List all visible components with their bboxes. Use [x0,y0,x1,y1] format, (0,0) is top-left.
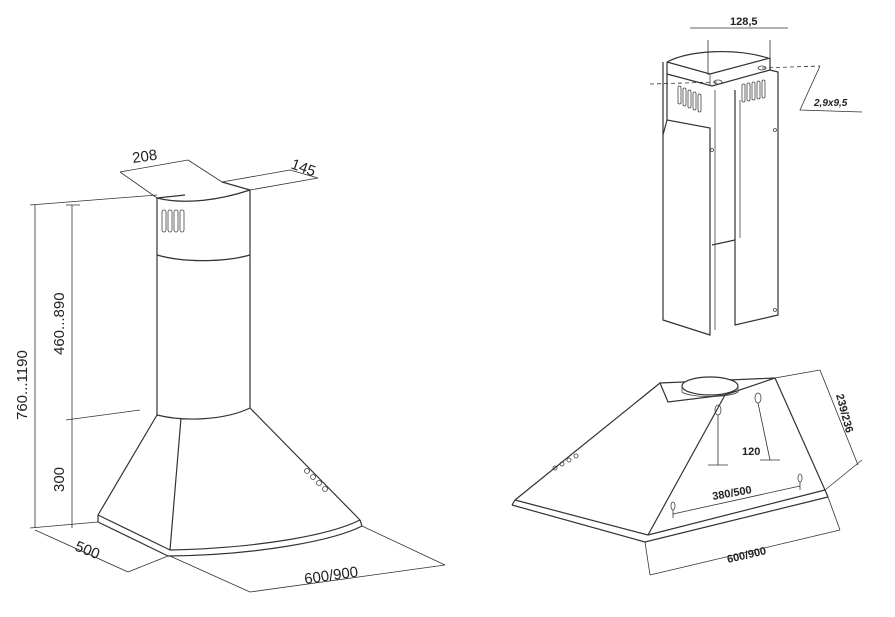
drawing-c-labels: 239/236 120 380/500 600/900 [711,393,855,566]
dim-width: 600/900 [303,564,359,588]
dim-slot: 2,9x9,5 [813,98,848,109]
vent-slots [161,209,185,233]
drawing-a-labels: 208 145 460...890 760...1190 300 500 600… [14,147,359,588]
dim-mount-width: 380/500 [711,484,752,503]
dim-depth: 500 [73,538,103,563]
dim-chimney-width: 208 [131,147,158,167]
dim-width: 600/900 [726,545,767,566]
hood-body-drawing [511,369,863,576]
chimney-cover-drawing [649,27,863,336]
control-buttons [304,468,328,492]
dim-chimney-height: 460...890 [51,292,68,355]
hood-control-buttons [552,453,579,471]
dim-height: 239/236 [833,393,855,435]
cover-vent-left [677,85,702,113]
cover-vent-right [741,79,766,103]
dim-hole-spacing: 120 [742,446,760,458]
chimney-hood-drawing [29,159,446,593]
dim-bracket: 128,5 [730,16,758,28]
drawing-b-labels: 128,5 2,9x9,5 [730,16,848,109]
dim-body-height: 300 [51,467,68,492]
dim-total-height: 760...1190 [14,350,31,420]
